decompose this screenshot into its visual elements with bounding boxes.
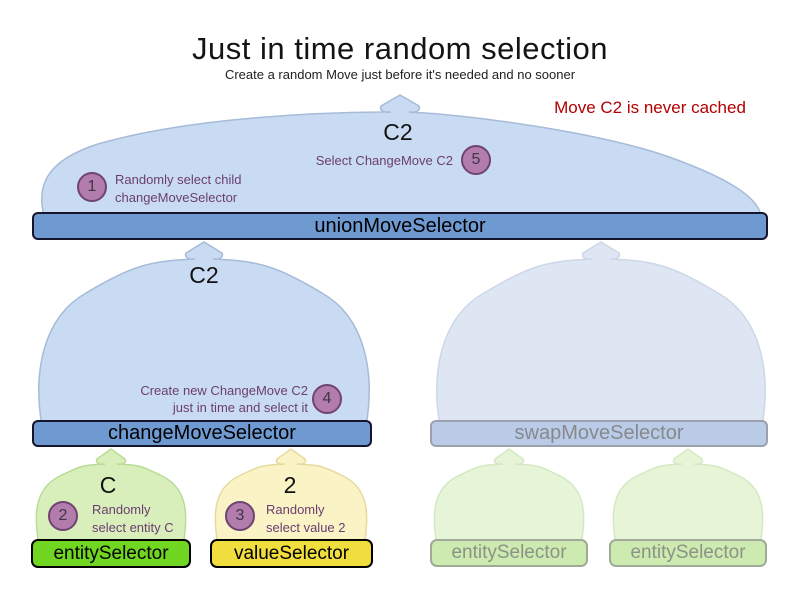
step-1-text-line2: changeMoveSelector [115,190,238,205]
step-3-text-line1: Randomly [266,502,325,517]
entity-faded-left-bell-shape [433,448,585,546]
entity-selector-faded-left-bar: entitySelector [430,539,588,567]
step-5-text-line1: Select ChangeMove C2 [315,153,453,168]
swap-move-selector-bar: swapMoveSelector [430,420,768,447]
entity-faded-right-bell-shape [612,448,764,546]
change-output-label: C2 [189,262,219,288]
step-4-number: 4 [322,390,332,407]
entity-selector-faded-right-label: entitySelector [630,542,746,563]
step-2-number: 2 [58,507,68,524]
step-2-text-line1: Randomly [92,502,151,517]
union-output-label: C2 [383,119,413,145]
step-2-text-line2: select entity C [92,520,174,535]
step-3-circle: 3 [225,501,255,531]
step-3-annotation: Randomly select value 2 [266,501,346,537]
union-move-selector-bar: unionMoveSelector [32,212,768,240]
union-bell-shape [40,94,762,217]
union-move-selector-label: unionMoveSelector [314,214,486,237]
entity-output-label: C [99,472,117,498]
step-5-annotation: Select ChangeMove C2 [300,152,453,170]
change-move-selector-bar: changeMoveSelector [32,420,372,447]
change-bell-shape [38,241,370,427]
change-move-selector-label: changeMoveSelector [108,422,296,444]
step-2-annotation: Randomly select entity C [92,501,174,537]
value-selector-label: valueSelector [233,542,350,564]
step-4-circle: 4 [312,384,342,414]
cache-note: Move C2 is never cached [554,98,746,117]
step-1-text-line1: Randomly select child [115,172,242,187]
entity-selector-faded-right-bar: entitySelector [609,539,767,567]
value-output-label: 2 [283,472,297,498]
entity-selector-faded-left-label: entitySelector [451,542,567,563]
entity-selector-bar: entitySelector [31,539,191,568]
step-5-circle: 5 [461,145,491,175]
page-title: Just in time random selection [192,31,608,66]
step-4-annotation: Create new ChangeMove C2 just in time an… [128,382,308,416]
value-selector-bar: valueSelector [210,539,373,568]
step-3-text-line2: select value 2 [266,520,346,535]
step-3-number: 3 [235,507,245,524]
step-4-text-line2: just in time and select it [172,400,308,415]
step-1-circle: 1 [77,172,107,202]
entity-selector-label: entitySelector [53,542,169,564]
swap-bell-shape [436,241,766,427]
step-1-number: 1 [87,178,97,195]
step-2-circle: 2 [48,501,78,531]
swap-move-selector-label: swapMoveSelector [514,422,684,444]
step-5-number: 5 [471,151,481,168]
step-4-text-line1: Create new ChangeMove C2 [140,383,308,398]
page-subtitle: Create a random Move just before it's ne… [224,67,576,82]
step-1-annotation: Randomly select child changeMoveSelector [115,171,241,207]
